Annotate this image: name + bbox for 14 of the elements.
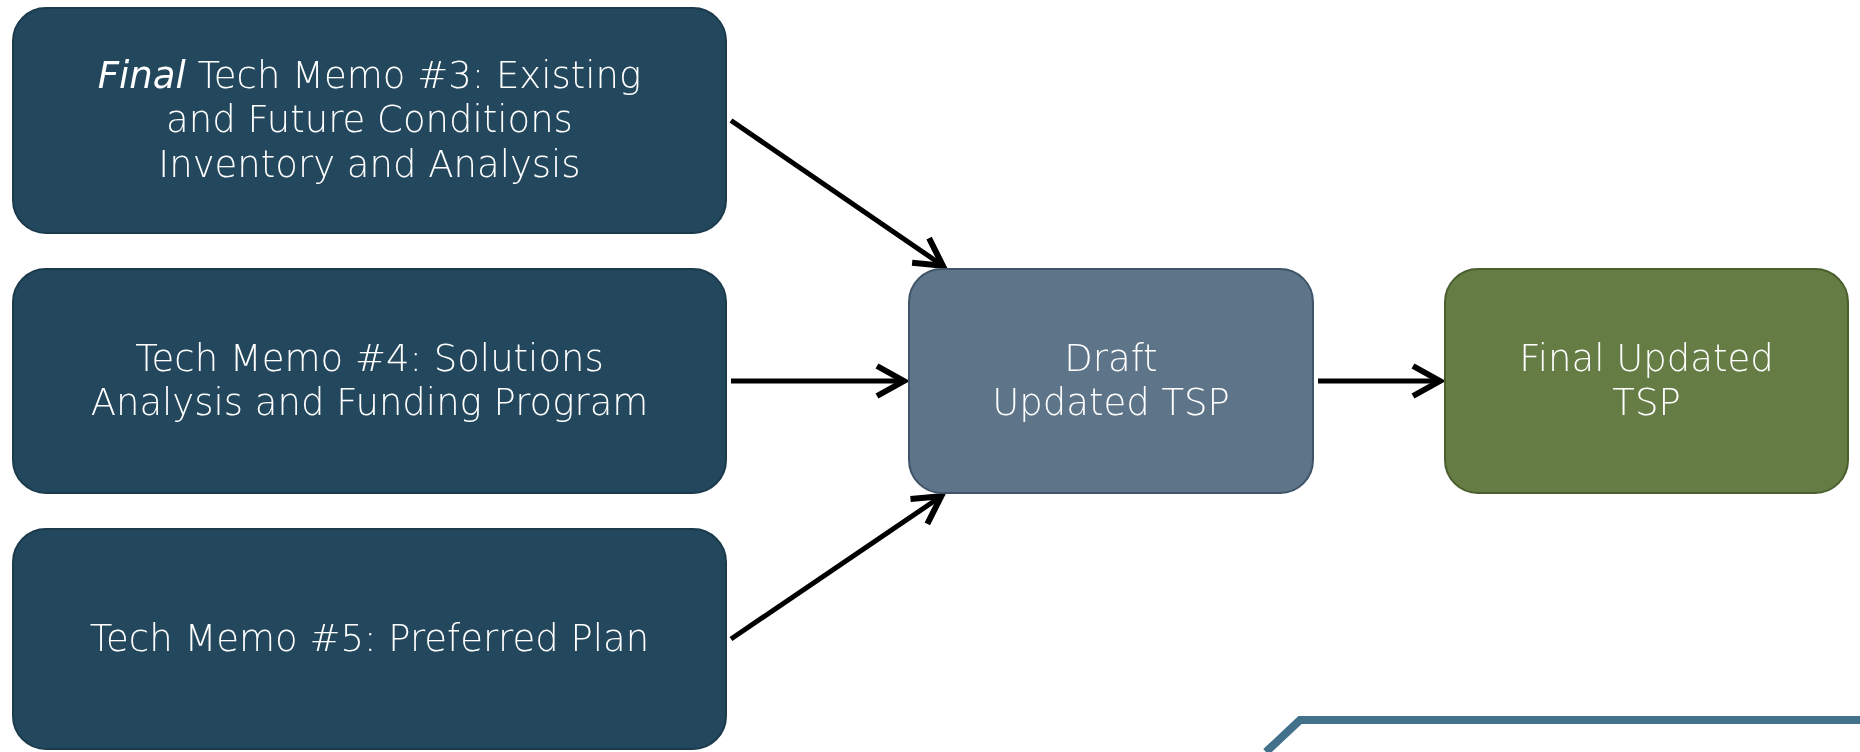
arrow bbox=[729, 118, 946, 269]
box-text: Draft Updated TSP bbox=[991, 336, 1231, 426]
box-text: Tech Memo #5: Preferred Plan bbox=[89, 616, 650, 662]
process-box bbox=[1444, 268, 1849, 494]
document-box bbox=[12, 7, 727, 234]
document-box bbox=[12, 528, 727, 750]
arrow bbox=[729, 493, 945, 642]
arrow bbox=[731, 363, 907, 399]
box-text: Final Updated TSP bbox=[1518, 336, 1775, 426]
arrow bbox=[1318, 363, 1443, 399]
box-text: Final Tech Memo #3: Existing and Future Conditions Inventory and Analysis bbox=[96, 53, 643, 188]
box-text: Tech Memo #4: Solutions Analysis and Funding Program bbox=[89, 336, 650, 426]
process-box bbox=[908, 268, 1314, 494]
document-box bbox=[12, 268, 727, 494]
